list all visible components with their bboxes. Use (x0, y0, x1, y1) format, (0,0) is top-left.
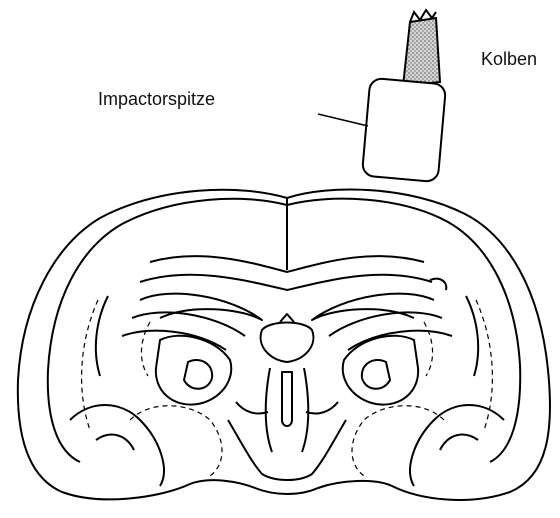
piston-label: Kolben (481, 50, 537, 68)
dashed-contours (82, 300, 493, 476)
brain-section (18, 190, 550, 500)
impactor-tip (362, 78, 446, 182)
leader-line (318, 114, 368, 126)
piston-rod (403, 10, 440, 86)
impactor-tip-label: Impactorspitze (98, 90, 215, 108)
